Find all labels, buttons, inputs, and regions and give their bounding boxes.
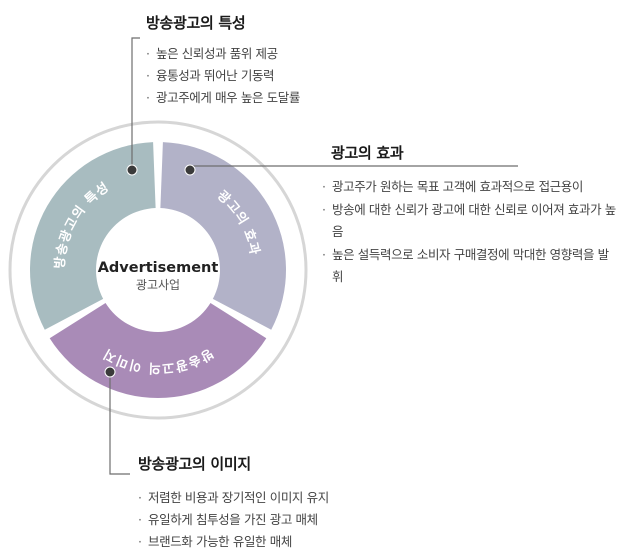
bullet-list-effect: 광고주가 원하는 목표 고객에 효과적으로 접근용이 방송에 대한 신뢰가 광고… [322,176,617,289]
heading-features: 방송광고의 특성 [146,14,246,32]
heading-effect: 광고의 효과 [331,144,404,162]
center-title: Advertisement [98,260,219,276]
outer-ring [8,120,308,420]
center-subtitle: 광고사업 [136,278,180,292]
leader-line-features [131,37,140,170]
dot-image [104,366,116,378]
bullet-item: 융통성과 뛰어난 기동력 [146,65,300,87]
segment-effect [160,142,286,330]
bullet-item: 유일하게 침투성을 가진 광고 매체 [138,509,329,531]
segment-image [49,303,267,398]
bullet-item: 브랜드화 가능한 유일한 매체 [138,531,329,553]
dot-features [126,164,138,176]
bullet-list-image: 저렴한 비용과 장기적인 이미지 유지 유일하게 침투성을 가진 광고 매체 브… [138,487,329,553]
dot-effect [184,164,196,176]
heading-image: 방송광고의 이미지 [138,455,251,473]
bullet-item: 방송에 대한 신뢰가 광고에 대한 신뢰로 이어져 효과가 높음 [322,199,617,243]
bullet-item: 높은 신뢰성과 품위 제공 [146,43,300,65]
bullet-item: 저렴한 비용과 장기적인 이미지 유지 [138,487,329,509]
bullet-item: 광고주가 원하는 목표 고객에 효과적으로 접근용이 [322,176,617,198]
leader-line-image [109,372,130,475]
leader-line-effect [189,165,518,170]
bullet-item: 높은 설득력으로 소비자 구매결정에 막대한 영향력을 발휘 [322,244,617,288]
center-circle [98,210,218,330]
bullet-item: 광고주에게 매우 높은 도달률 [146,87,300,109]
bullet-list-features: 높은 신뢰성과 품위 제공 융통성과 뛰어난 기동력 광고주에게 매우 높은 도… [146,43,300,109]
segment-features [29,142,156,330]
